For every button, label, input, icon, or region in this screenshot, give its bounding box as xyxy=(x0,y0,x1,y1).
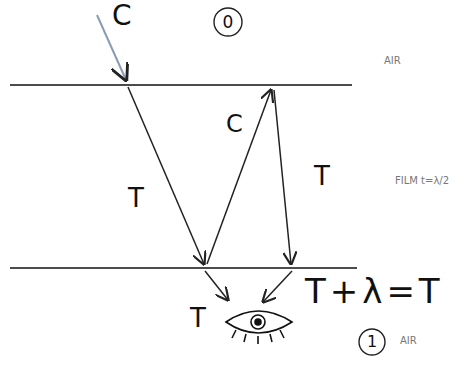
reflected-ray xyxy=(207,90,271,264)
ray-label: C xyxy=(112,2,132,30)
phase-circle xyxy=(214,8,242,36)
ray-label: C xyxy=(226,112,243,136)
transmitted-ray xyxy=(205,271,228,300)
phase-equation: T+λ=T xyxy=(305,274,444,308)
lower-surface xyxy=(10,267,357,269)
medium-label: AIR xyxy=(400,336,417,346)
ray-label: T xyxy=(128,185,144,211)
ray-label: T xyxy=(314,163,330,189)
upper-surface xyxy=(10,84,352,86)
ray-label: T xyxy=(190,305,206,331)
reflected-ray xyxy=(274,90,291,264)
refracted-ray xyxy=(128,87,204,264)
film-thickness-label: FILM t=λ/2 xyxy=(395,176,449,186)
transmitted-ray xyxy=(263,271,292,302)
eye-symbol xyxy=(226,311,292,344)
medium-label: AIR xyxy=(384,56,401,66)
phase-circle xyxy=(359,329,385,355)
phase-number: 1 xyxy=(367,334,377,350)
phase-number: 0 xyxy=(223,14,234,31)
